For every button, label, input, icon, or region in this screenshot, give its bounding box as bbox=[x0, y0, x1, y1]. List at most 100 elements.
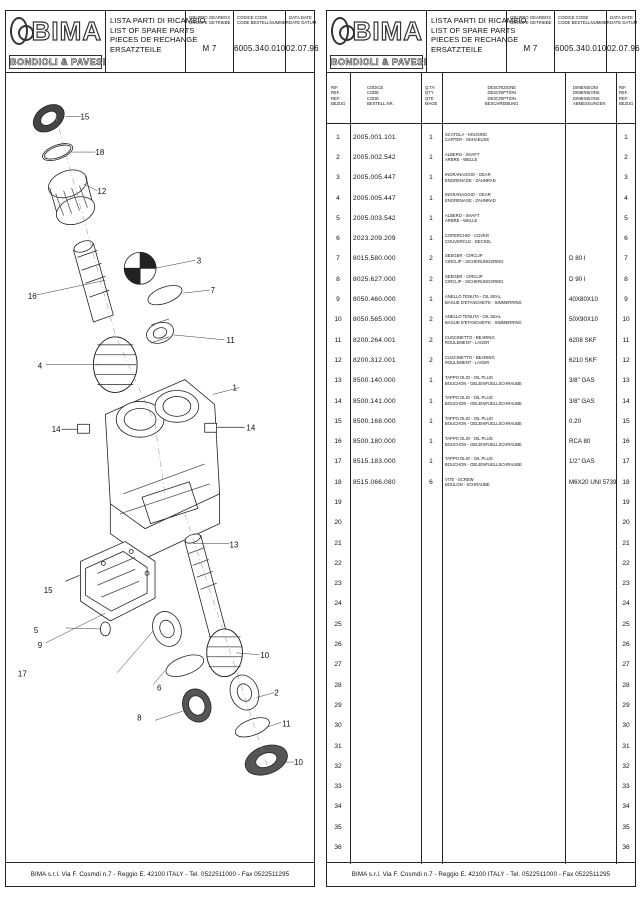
ref-cell-right: 5 bbox=[624, 214, 628, 222]
dimension-cell bbox=[567, 634, 615, 654]
dimension-cell bbox=[567, 574, 615, 594]
ref-cell-right: 21 bbox=[622, 539, 630, 547]
ref-cell-right: 30 bbox=[622, 722, 630, 730]
drawing-sheet: BIMA BONDIOLI & PAVESI LISTA PARTI DI RI… bbox=[5, 10, 319, 887]
ref-cell-right: 13 bbox=[622, 377, 630, 385]
title-line: PIECES DE RECHANGE bbox=[431, 35, 519, 45]
ref-cell: 23 bbox=[334, 580, 342, 588]
ref-cell-right: 20 bbox=[622, 519, 630, 527]
ref-cell-right: 8 bbox=[624, 275, 628, 283]
dimension-cell bbox=[567, 695, 615, 715]
title-line: ERSATZTEILE bbox=[110, 44, 162, 54]
ref-cell-right: 35 bbox=[622, 823, 630, 831]
ref-cell: 27 bbox=[334, 661, 342, 669]
code-cell: 8500.141.000 bbox=[353, 397, 396, 405]
description-cell bbox=[445, 655, 563, 675]
dimension-cell bbox=[567, 513, 615, 533]
dimension-cell: 6208 SKF bbox=[569, 336, 597, 344]
bearing-bottom-right bbox=[229, 674, 260, 711]
date-label: DATA DATE bbox=[610, 15, 633, 20]
description-line: TAPPO OLIO - OIL PLUG bbox=[445, 375, 493, 381]
ref-cell: 22 bbox=[334, 559, 342, 567]
ref-cell-right: 9 bbox=[624, 296, 628, 304]
ref-cell: 16 bbox=[334, 438, 342, 446]
exploded-view-drawing: 15 18 12 16 3 1 4 11 7 14 14 13 9 8 17 5… bbox=[18, 104, 304, 776]
description-line: ARBRE - WELLE bbox=[445, 157, 478, 163]
dimension-cell: 0.20 bbox=[569, 417, 582, 425]
ref-cell: 33 bbox=[334, 783, 342, 791]
dimension-cell bbox=[567, 655, 615, 675]
code-cell: 2005.005.447 bbox=[353, 174, 396, 182]
ref-cell-right: 6 bbox=[624, 235, 628, 243]
group-value: M 7 bbox=[523, 44, 538, 53]
col-header-code: CODICE CODE CODE BESTELL.NR. bbox=[367, 85, 394, 107]
group-label: GRUPPO GEARBOX bbox=[189, 15, 231, 20]
sheet-header: BIMA BONDIOLI & PAVESI LISTA PARTI DI RI… bbox=[327, 11, 640, 73]
callout-label: 11 bbox=[227, 336, 236, 345]
description-line: ALBERO - SHAFT bbox=[445, 212, 480, 218]
callout-label: 10 bbox=[294, 758, 303, 767]
description-line: CARTER - GEHAEUSE bbox=[445, 137, 490, 143]
ref-cell-right: 24 bbox=[622, 600, 630, 608]
code-cell: 2005.002.542 bbox=[353, 153, 396, 161]
dimension-cell: D 80 I bbox=[569, 255, 586, 263]
ref-cell: 1 bbox=[336, 133, 340, 141]
ref-cell: 9 bbox=[336, 296, 340, 304]
code-cell: 8500.180.000 bbox=[353, 438, 396, 446]
ref-cell: 24 bbox=[334, 600, 342, 608]
title-line: PIECES DE RECHANGE bbox=[110, 35, 198, 45]
qty-cell bbox=[423, 533, 439, 553]
shaft-long bbox=[184, 533, 228, 640]
description-cell bbox=[445, 797, 563, 817]
ref-cell: 28 bbox=[334, 681, 342, 689]
description-line: TAPPO OLIO - OIL PLUG bbox=[445, 456, 493, 462]
ref-cell: 5 bbox=[336, 214, 340, 222]
ref-cell: 11 bbox=[334, 336, 342, 344]
callout-label: 1 bbox=[233, 384, 238, 393]
description-cell bbox=[445, 756, 563, 776]
callout-label: 11 bbox=[282, 719, 291, 728]
date-label: DATE DATUM bbox=[610, 20, 638, 26]
dimension-cell: D 90 I bbox=[569, 275, 586, 283]
callout-label: 15 bbox=[81, 112, 90, 121]
code-cell bbox=[351, 614, 419, 634]
qty-cell: 1 bbox=[429, 235, 433, 243]
description-line: BOUCHON - OELEINFUELLSCHRAUBE bbox=[445, 401, 522, 406]
qty-cell bbox=[423, 777, 439, 797]
description-line: SEEGER - CIRCLIP bbox=[445, 253, 483, 259]
description-line: ANELLO TENUTA - OIL SEAL bbox=[445, 293, 502, 299]
dimension-cell bbox=[567, 675, 615, 695]
code-cell bbox=[351, 492, 419, 512]
description-cell bbox=[445, 716, 563, 736]
ref-cell: 12 bbox=[334, 356, 342, 364]
callout-label: 8 bbox=[137, 713, 142, 722]
col-header-ref2: RIF. REF. REF. BEZUG bbox=[619, 85, 634, 107]
cover-screw bbox=[65, 574, 80, 582]
ref-cell: 31 bbox=[334, 742, 342, 750]
title-line: LISTA PARTI DI RICAMBIO bbox=[431, 16, 527, 25]
code-cell: 8500.168.000 bbox=[353, 417, 396, 425]
description-line: BAGUE D'ETANCHEITE - SIMMERRING bbox=[445, 319, 522, 325]
code-value: 6005.340.010 bbox=[234, 44, 286, 53]
ref-cell: 4 bbox=[336, 194, 340, 202]
ref-cell: 8 bbox=[336, 275, 340, 283]
dimension-cell bbox=[567, 533, 615, 553]
